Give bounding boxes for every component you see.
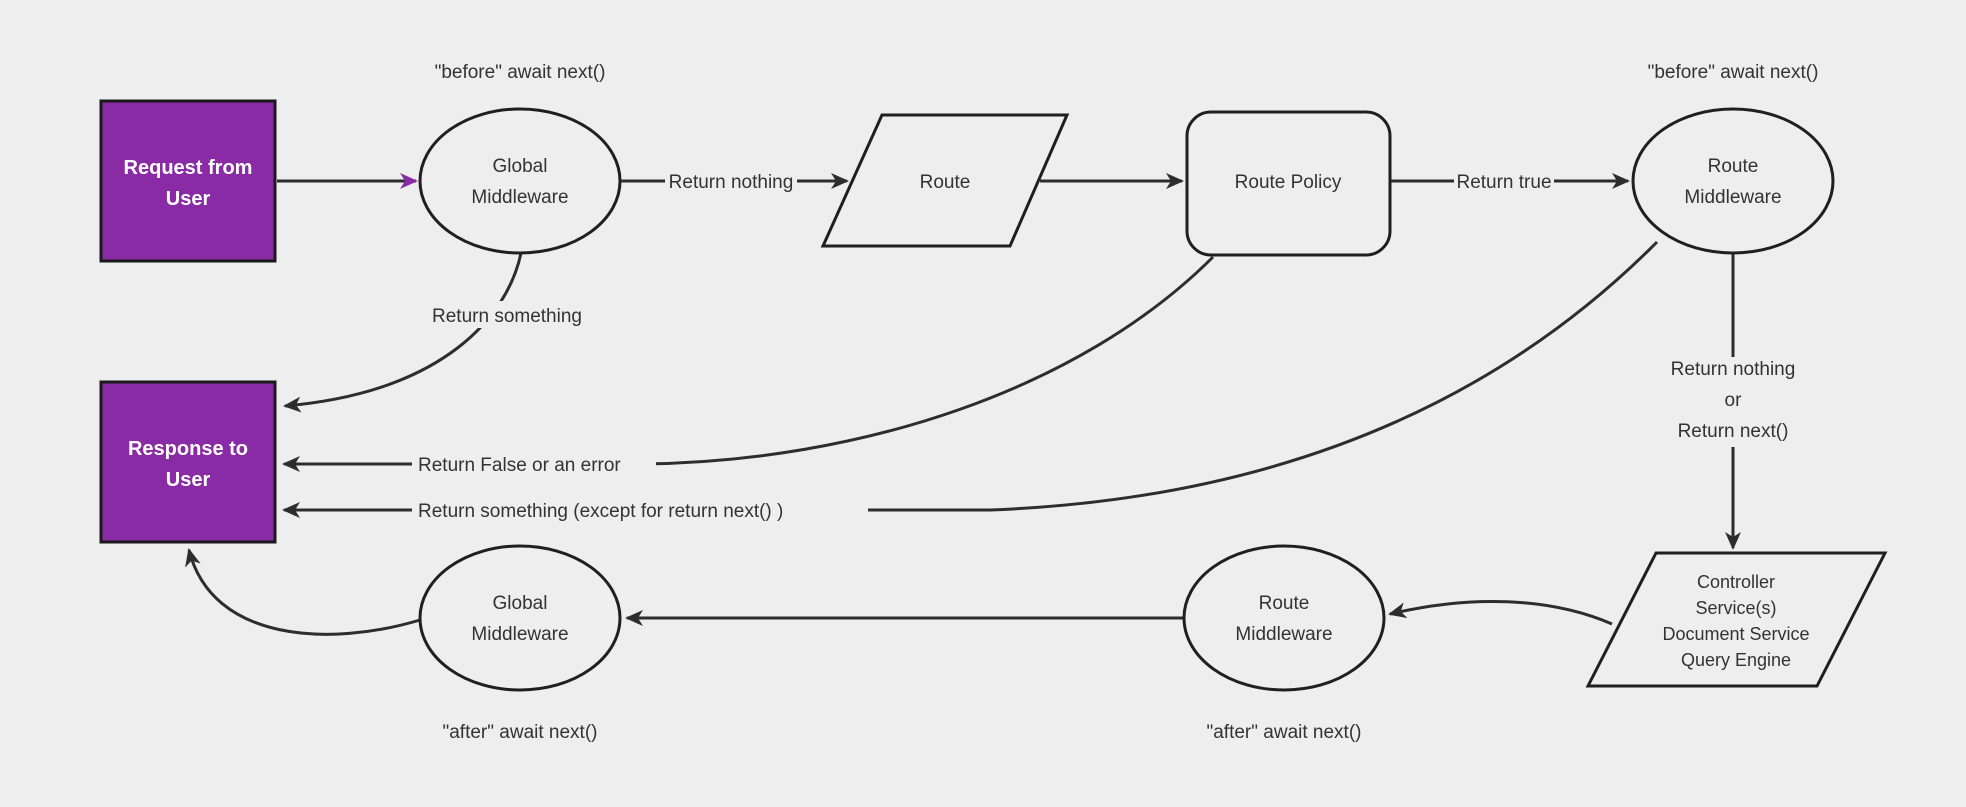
global-middleware-top-ellipse	[418, 107, 622, 255]
global-middleware-bottom-label-line2: Middleware	[471, 624, 568, 645]
controller-label-line1: Controller	[1697, 572, 1775, 592]
edge-global-middleware-return-something	[283, 252, 523, 413]
edge-route-middleware-return-something-except	[282, 240, 1659, 518]
label-bg-return-something	[426, 301, 588, 328]
label-bg-return-something-except	[412, 496, 868, 523]
controller-label-line3: Document Service	[1662, 624, 1809, 644]
label-bg-return-nothing	[665, 167, 797, 194]
route-middleware-top-ellipse	[1631, 107, 1835, 255]
node-response-to-user: Response to User	[99, 380, 277, 544]
label-return-nothing-or-line2: or	[1725, 390, 1743, 411]
node-request-from-user: Request from User	[99, 99, 277, 263]
label-before-await-next-left: "before" await next()	[435, 62, 606, 83]
global-middleware-top-label-line2: Middleware	[471, 187, 568, 208]
route-policy-label: Route Policy	[1235, 172, 1342, 193]
route-label: Route	[920, 172, 971, 193]
label-bg-return-true	[1454, 167, 1554, 194]
response-to-user-box	[99, 380, 277, 544]
edge-controller-to-route-middleware-bottom	[1388, 599, 1613, 626]
label-return-something: Return something	[432, 306, 582, 327]
response-to-user-label-line1: Response to	[128, 438, 248, 460]
request-from-user-label-line2: User	[166, 188, 211, 210]
edge-route-policy-return-false	[282, 255, 1215, 472]
node-route-middleware-top: Route Middleware	[1631, 107, 1835, 255]
global-middleware-top-label-line1: Global	[493, 156, 548, 177]
response-to-user-label-line2: User	[166, 469, 211, 491]
label-return-false-or-error: Return False or an error	[418, 455, 621, 476]
controller-parallelogram	[1585, 551, 1888, 688]
global-middleware-bottom-label-line1: Global	[493, 593, 548, 614]
node-route: Route	[820, 113, 1070, 248]
route-middleware-bottom-ellipse	[1182, 544, 1386, 692]
controller-label-line4: Query Engine	[1681, 650, 1791, 670]
request-from-user-label-line1: Request from	[124, 157, 253, 179]
route-middleware-bottom-label-line2: Middleware	[1235, 624, 1332, 645]
node-controller-services: Controller Service(s) Document Service Q…	[1585, 551, 1888, 688]
route-middleware-bottom-label-line1: Route	[1259, 593, 1310, 614]
node-route-middleware-bottom: Route Middleware	[1182, 544, 1386, 692]
route-middleware-top-label-line1: Route	[1708, 156, 1759, 177]
label-before-await-next-right: "before" await next()	[1648, 62, 1819, 83]
label-bg-return-false	[412, 450, 656, 477]
route-policy-rect	[1185, 110, 1392, 257]
controller-label-line2: Service(s)	[1695, 598, 1776, 618]
label-return-something-except: Return something (except for return next…	[418, 501, 783, 522]
route-parallelogram	[820, 113, 1070, 248]
label-after-await-next-left: "after" await next()	[443, 722, 598, 743]
node-route-policy: Route Policy	[1185, 110, 1392, 257]
label-return-nothing: Return nothing	[669, 172, 794, 193]
label-return-nothing-or-line1: Return nothing	[1671, 359, 1796, 380]
global-middleware-bottom-ellipse	[418, 544, 622, 692]
route-middleware-top-label-line2: Middleware	[1684, 187, 1781, 208]
label-bg-return-nothing-or	[1644, 357, 1822, 447]
label-return-true: Return true	[1456, 172, 1551, 193]
request-from-user-box	[99, 99, 277, 263]
node-global-middleware-bottom: Global Middleware	[418, 544, 622, 692]
label-return-nothing-or-line3: Return next()	[1678, 421, 1789, 442]
node-global-middleware-top: Global Middleware	[418, 107, 622, 255]
edge-global-middleware-bottom-to-response	[185, 548, 421, 636]
label-after-await-next-mid: "after" await next()	[1207, 722, 1362, 743]
